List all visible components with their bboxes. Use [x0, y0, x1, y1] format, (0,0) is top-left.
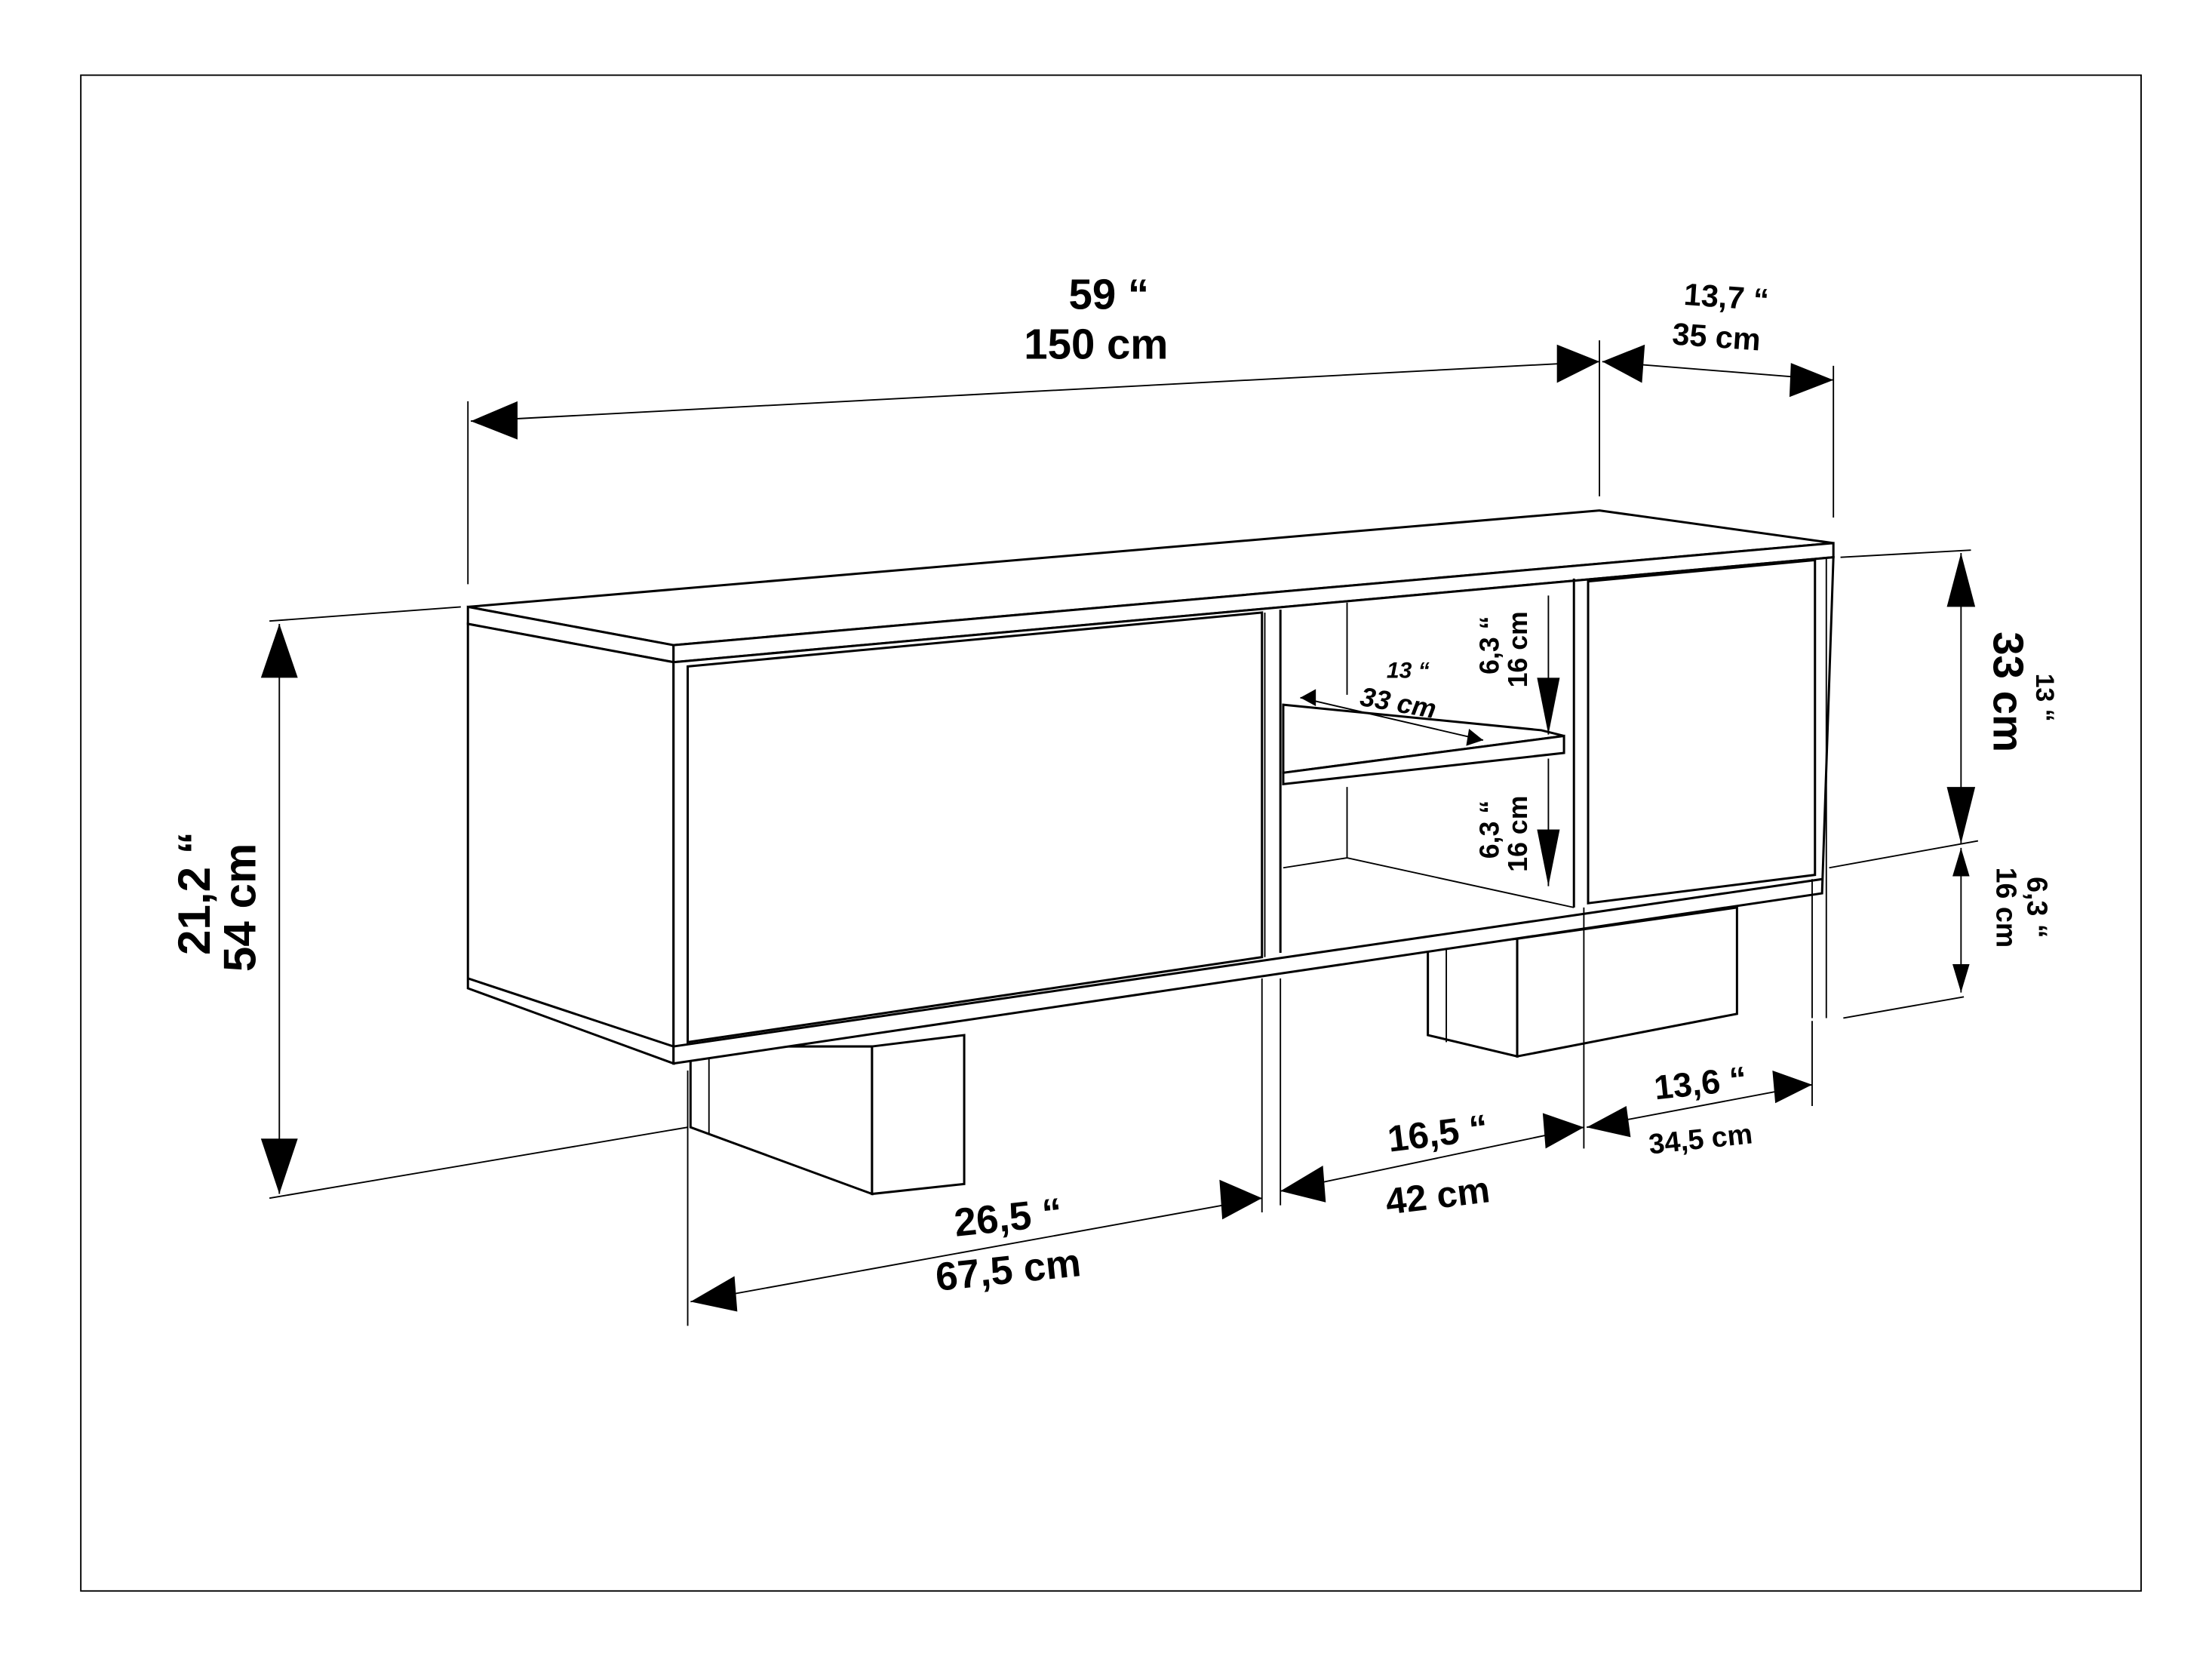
upper-compartment-cm-label: 16 cm [1503, 611, 1533, 687]
middle-width-inch-label: 16,5 “ [1385, 1108, 1490, 1160]
height-inch-label: 21,2 “ [169, 831, 220, 955]
left-door [687, 611, 1264, 1044]
lower-compartment-cm-label: 16 cm [1503, 796, 1533, 872]
height-cm-label: 54 cm [214, 843, 265, 972]
right-leg [1427, 906, 1738, 1058]
middle-width-cm-label: 42 cm [1384, 1169, 1492, 1222]
lower-compartment-inch-label: 6,3 “ [1475, 800, 1505, 859]
frame-border [80, 74, 2142, 1592]
upper-compartment-inch-label: 6,3 “ [1475, 616, 1505, 674]
shelf-depth-inch-label: 13 “ [1387, 658, 1430, 683]
cabinet-height-cm-label: 33 cm [1985, 631, 2032, 752]
dimension-arrows [260, 344, 1976, 1312]
left-door-cm-label: 67,5 cm [933, 1240, 1083, 1300]
extension-lines [269, 340, 1979, 1326]
width-cm-label: 150 cm [1024, 321, 1168, 368]
right-door-inch-label: 13,6 “ [1652, 1059, 1749, 1108]
width-inch-label: 59 “ [1068, 271, 1149, 318]
cabinet-height-inch-label: 13 “ [2030, 674, 2059, 722]
depth-inch-label: 13,7 “ [1683, 277, 1771, 318]
left-leg [689, 1034, 966, 1196]
leg-height-cm-label: 16 cm [1990, 868, 2022, 948]
depth-cm-label: 35 cm [1671, 316, 1762, 357]
right-door [1587, 558, 1817, 905]
leg-height-inch-label: 6,3 “ [2022, 877, 2054, 938]
left-side-panel [466, 622, 675, 1065]
right-door-cm-label: 34,5 cm [1647, 1117, 1754, 1160]
